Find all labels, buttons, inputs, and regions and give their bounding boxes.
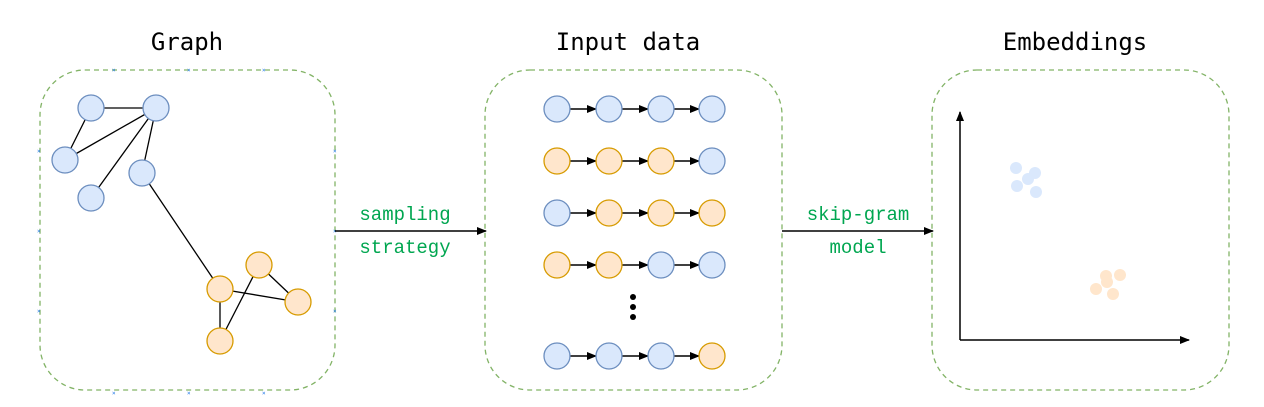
svg-text:×: × <box>112 67 116 74</box>
embedding-point-blue <box>1022 173 1034 185</box>
graph-node-orange <box>284 288 312 316</box>
walk-node-orange <box>543 251 571 279</box>
graph-node-blue <box>77 94 105 122</box>
walk-node-orange <box>595 199 623 227</box>
svg-text:×: × <box>187 390 191 397</box>
embedding-point-blue <box>1011 180 1023 192</box>
svg-text:×: × <box>37 308 41 315</box>
svg-text:×: × <box>37 228 41 235</box>
embedding-point-orange <box>1107 288 1119 300</box>
graph-node-orange <box>206 275 234 303</box>
embedding-point-blue <box>1010 162 1022 174</box>
skip-gram-label: skip-gram <box>807 204 910 226</box>
graph-node-orange <box>206 327 234 355</box>
sampling-label: sampling <box>359 204 450 226</box>
ellipsis-dot <box>630 304 636 310</box>
graph-edge <box>219 264 260 342</box>
walk-sequence <box>543 199 726 227</box>
embedding-points <box>1010 162 1126 300</box>
walk-node-blue <box>595 95 623 123</box>
walk-sequence <box>543 147 726 175</box>
walk-node-blue <box>543 342 571 370</box>
model-label: model <box>829 237 886 259</box>
embeddings-panel <box>931 69 1230 391</box>
ellipsis-dot <box>630 314 636 320</box>
graph-edges <box>64 107 299 342</box>
walk-node-blue <box>543 95 571 123</box>
graph-panel <box>39 69 336 391</box>
graph-node-blue <box>51 146 79 174</box>
embedding-point-blue <box>1030 186 1042 198</box>
input-data-title: Input data <box>556 28 701 56</box>
svg-text:×: × <box>187 67 191 74</box>
walk-node-orange <box>595 251 623 279</box>
graph-node-blue <box>77 184 105 212</box>
svg-text:×: × <box>333 148 337 155</box>
svg-text:×: × <box>112 390 116 397</box>
walk-node-blue <box>698 147 726 175</box>
input-data-panel <box>484 69 783 391</box>
embedding-point-orange <box>1101 276 1113 288</box>
walk-node-blue <box>543 199 571 227</box>
walk-node-orange <box>543 147 571 175</box>
walk-node-blue <box>647 251 675 279</box>
ellipsis-dot <box>630 294 636 300</box>
walk-sequence <box>543 95 726 123</box>
svg-text:×: × <box>333 308 337 315</box>
embedding-point-orange <box>1114 269 1126 281</box>
walk-node-orange <box>647 199 675 227</box>
graph-edge <box>90 107 157 199</box>
walk-sequence <box>543 251 726 279</box>
walk-node-blue <box>595 342 623 370</box>
graph-node-orange <box>245 251 273 279</box>
graph-node-blue <box>128 159 156 187</box>
walk-node-blue <box>647 95 675 123</box>
strategy-label: strategy <box>359 237 450 259</box>
graph-node-blue <box>142 94 170 122</box>
graph-edge <box>141 172 221 290</box>
graph-edge <box>64 107 157 161</box>
walk-node-orange <box>595 147 623 175</box>
svg-text:×: × <box>37 148 41 155</box>
svg-text:×: × <box>262 390 266 397</box>
ellipsis-dots <box>630 294 636 320</box>
embedding-point-orange <box>1090 283 1102 295</box>
walk-node-orange <box>647 147 675 175</box>
walk-sequences <box>543 95 726 370</box>
graph-nodes <box>51 94 312 355</box>
graph-panel-handles: ××× ××× ××× ××× <box>37 67 337 397</box>
embeddings-title: Embeddings <box>1003 28 1148 56</box>
walk-sequence <box>543 342 726 370</box>
graph-title: Graph <box>151 28 223 56</box>
walk-node-orange <box>698 199 726 227</box>
walk-node-blue <box>698 95 726 123</box>
walk-node-orange <box>698 342 726 370</box>
walk-node-blue <box>698 251 726 279</box>
walk-node-blue <box>647 342 675 370</box>
svg-text:×: × <box>262 67 266 74</box>
